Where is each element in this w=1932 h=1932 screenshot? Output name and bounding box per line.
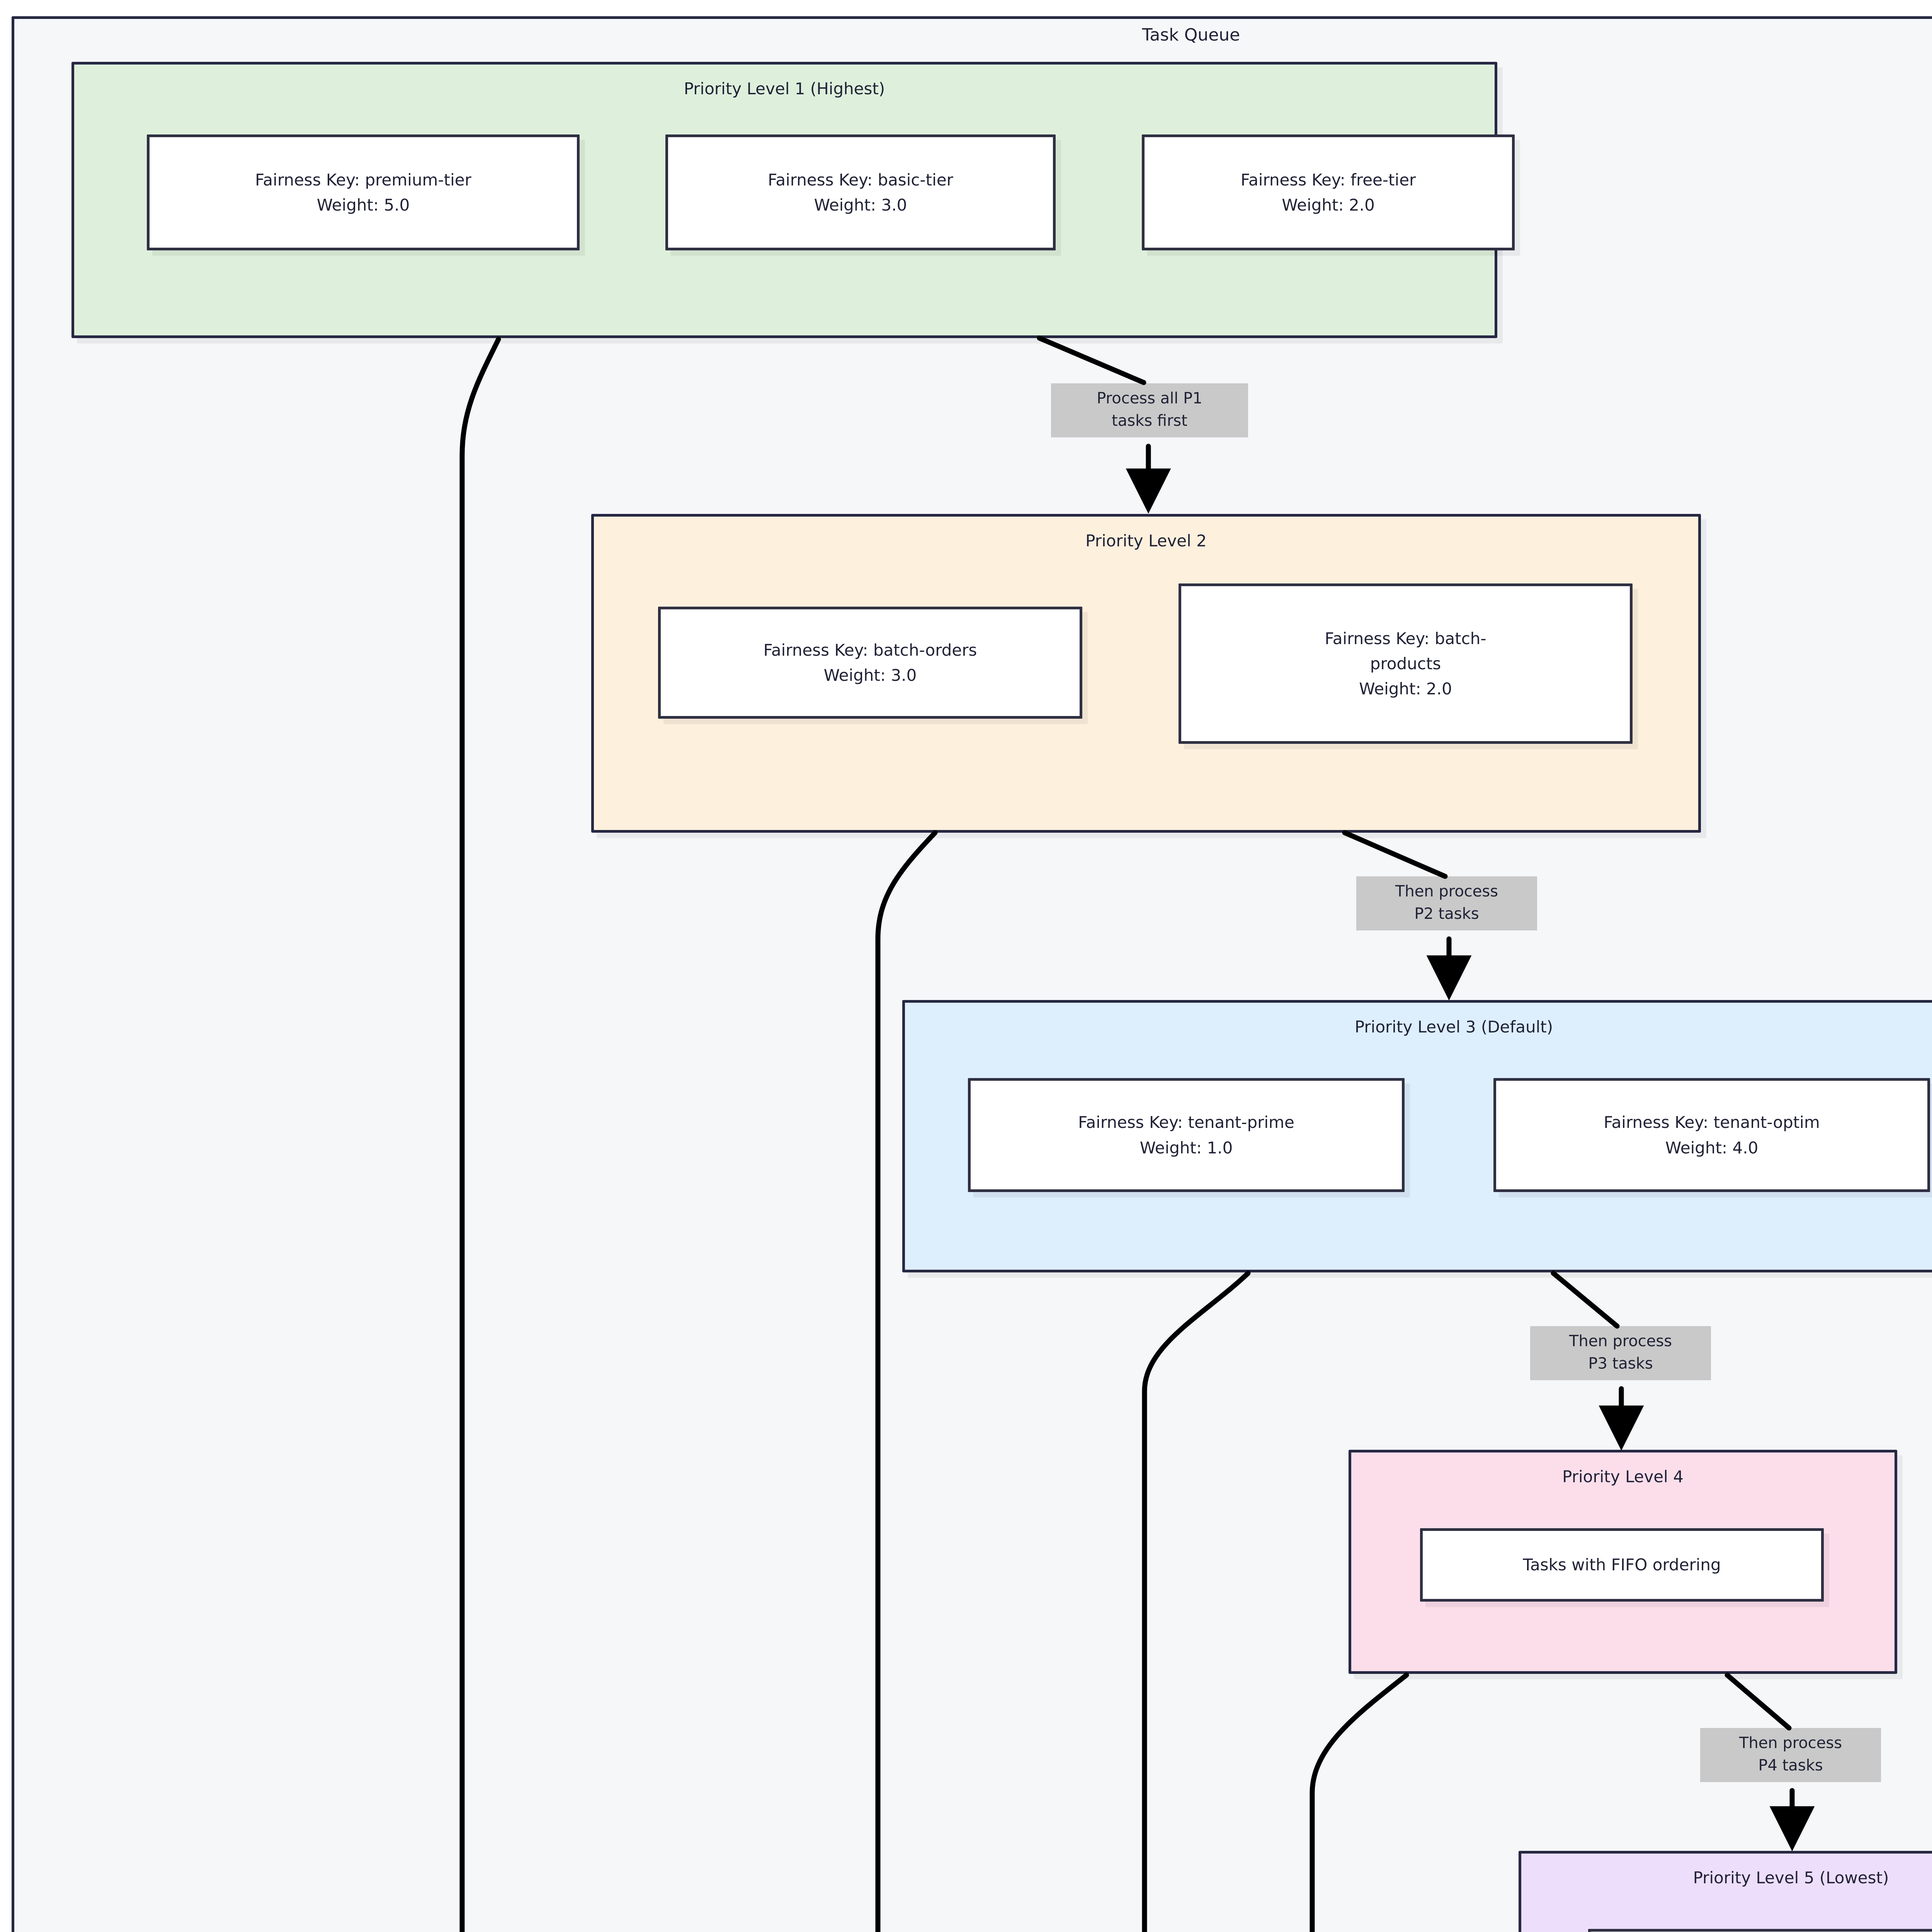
- edge-label-p3-to-p4: Then process P3 tasks: [1530, 1326, 1711, 1380]
- node-fairness-batch-orders[interactable]: Fairness Key: batch-orders Weight: 3.0: [658, 607, 1082, 719]
- node-fairness-free-tier[interactable]: Fairness Key: free-tier Weight: 2.0: [1142, 134, 1515, 250]
- cluster-priority-level-5-title: Priority Level 5 (Lowest): [1693, 1868, 1889, 1887]
- node-fairness-tenant-optim[interactable]: Fairness Key: tenant-optim Weight: 4.0: [1493, 1078, 1930, 1192]
- edge-label-p4-to-p5: Then process P4 tasks: [1700, 1728, 1881, 1782]
- edge-label-line: Then process: [1395, 883, 1498, 900]
- cluster-task-queue-title: Task Queue: [1142, 25, 1240, 45]
- cluster-priority-level-3-title: Priority Level 3 (Default): [1354, 1017, 1553, 1036]
- edge-label-p1-to-p2: Process all P1 tasks first: [1051, 383, 1248, 437]
- edge-label-line: Then process: [1569, 1332, 1672, 1350]
- node-line: Fairness Key: free-tier: [1240, 170, 1416, 189]
- edge-label-line: Process all P1: [1097, 389, 1202, 407]
- cluster-priority-level-4-title: Priority Level 4: [1562, 1467, 1684, 1486]
- node-line: Fairness Key: tenant-prime: [1078, 1113, 1294, 1132]
- cluster-priority-level-5: Priority Level 5 (Lowest): [1519, 1851, 1932, 1932]
- node-line: Fairness Key: premium-tier: [255, 170, 471, 189]
- edge-label-line: tasks first: [1112, 412, 1187, 430]
- edge-label-line: P4 tasks: [1758, 1757, 1823, 1774]
- node-line: Weight: 1.0: [1139, 1138, 1233, 1157]
- node-line: Weight: 2.0: [1359, 679, 1452, 699]
- node-line: Weight: 5.0: [316, 196, 410, 214]
- node-line: Fairness Key: tenant-optim: [1604, 1113, 1820, 1132]
- cluster-priority-level-2-title: Priority Level 2: [1085, 531, 1207, 550]
- node-tasks-fifo-p4[interactable]: Tasks with FIFO ordering: [1420, 1528, 1824, 1602]
- edge-label-line: P3 tasks: [1588, 1355, 1653, 1372]
- node-tasks-fifo-p5[interactable]: Tasks with FIFO ordering: [1588, 1929, 1932, 1932]
- node-line: Weight: 3.0: [814, 196, 907, 214]
- node-line: Fairness Key: batch-: [1325, 629, 1486, 648]
- node-line: Weight: 3.0: [823, 666, 917, 685]
- node-line: Fairness Key: batch-orders: [763, 640, 977, 660]
- node-line: Weight: 4.0: [1665, 1138, 1759, 1157]
- edge-label-line: Then process: [1739, 1734, 1842, 1752]
- edge-label-line: P2 tasks: [1414, 905, 1479, 923]
- node-line: Fairness Key: basic-tier: [768, 170, 953, 189]
- node-fairness-premium-tier[interactable]: Fairness Key: premium-tier Weight: 5.0: [147, 134, 580, 250]
- node-line: products: [1370, 654, 1441, 673]
- node-fairness-basic-tier[interactable]: Fairness Key: basic-tier Weight: 3.0: [665, 134, 1056, 250]
- node-fairness-batch-products[interactable]: Fairness Key: batch- products Weight: 2.…: [1179, 583, 1633, 744]
- edge-label-p2-to-p3: Then process P2 tasks: [1356, 876, 1537, 930]
- cluster-priority-level-1-title: Priority Level 1 (Highest): [684, 79, 885, 98]
- node-line: Tasks with FIFO ordering: [1523, 1555, 1721, 1575]
- node-fairness-tenant-prime[interactable]: Fairness Key: tenant-prime Weight: 1.0: [968, 1078, 1405, 1192]
- node-line: Weight: 2.0: [1282, 196, 1375, 214]
